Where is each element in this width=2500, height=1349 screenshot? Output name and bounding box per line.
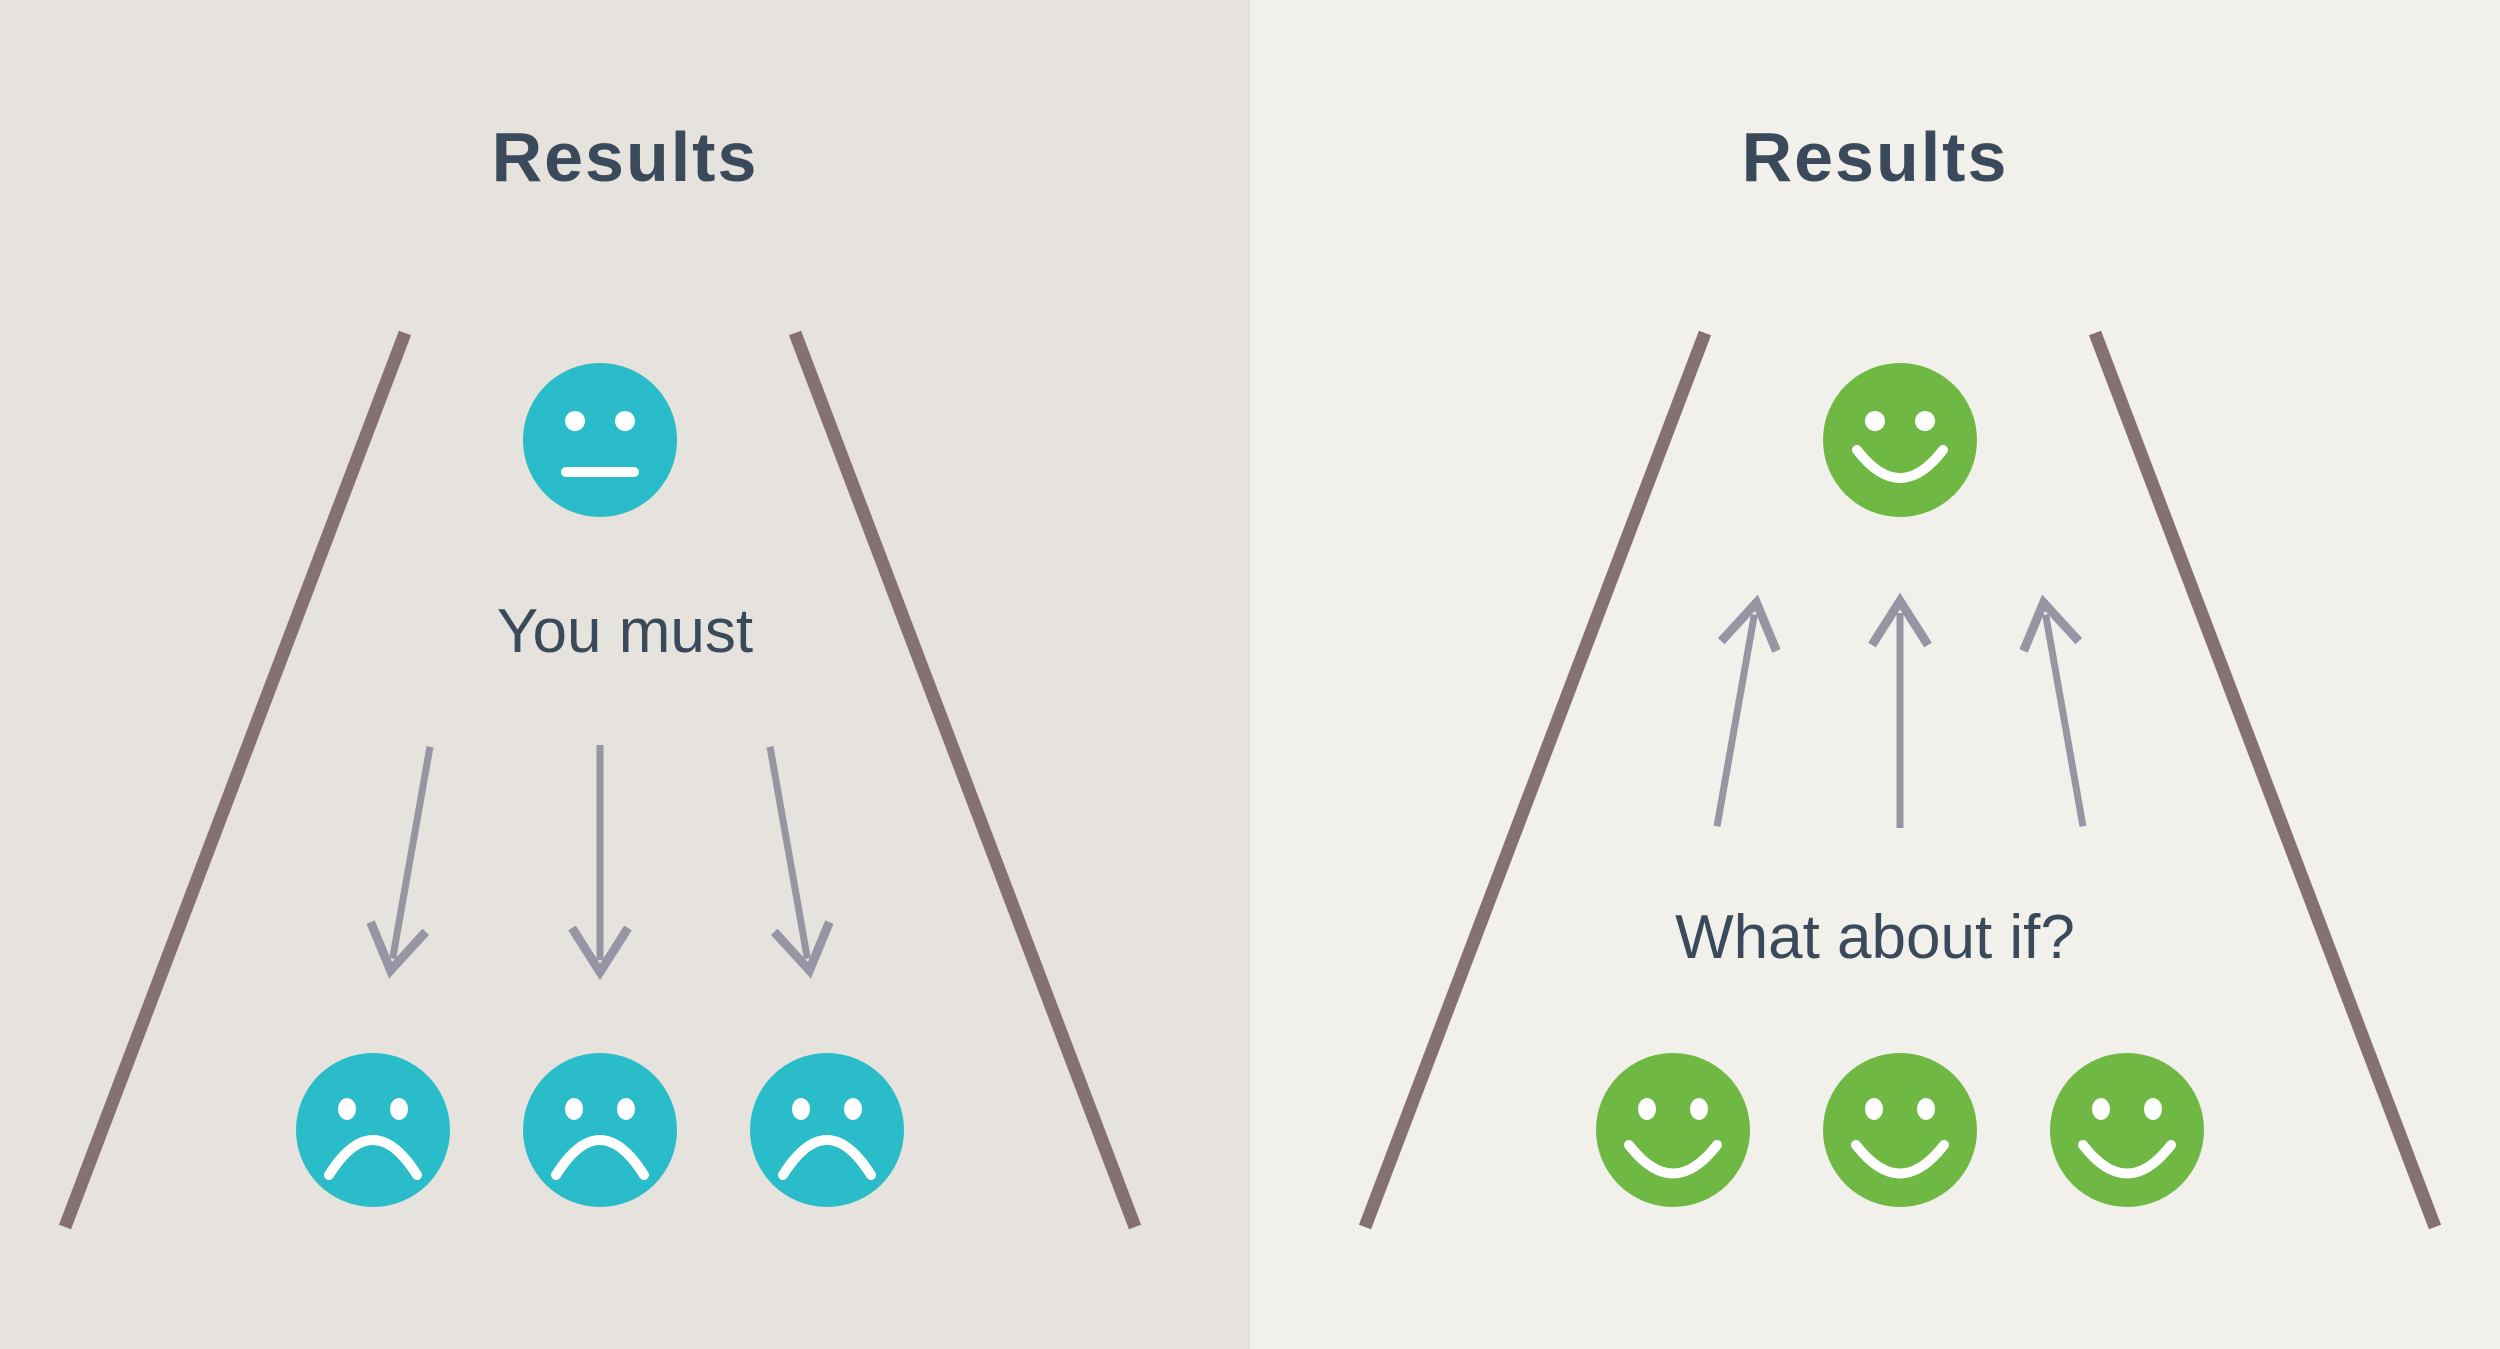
happy-face-icon bbox=[2050, 1053, 2204, 1207]
funnel-line-left bbox=[58, 330, 412, 1230]
down-arrow-icon bbox=[568, 745, 632, 981]
down-arrow-icon bbox=[366, 746, 434, 979]
up-arrow-icon bbox=[1713, 594, 1781, 827]
funnel-line-right bbox=[788, 330, 1142, 1230]
page-title: Results bbox=[1741, 118, 2009, 196]
sad-face-icon bbox=[523, 1053, 677, 1207]
panel-what-about-if: Results What about if? bbox=[1250, 0, 2500, 1349]
happy-face-icon bbox=[1823, 1053, 1977, 1207]
neutral-face-icon bbox=[523, 363, 677, 517]
sad-face-icon bbox=[296, 1053, 450, 1207]
before-diagram bbox=[58, 330, 1142, 1230]
happy-face-icon bbox=[1823, 363, 1977, 517]
caption-text: What about if? bbox=[1675, 903, 2075, 972]
happy-face-icon bbox=[1596, 1053, 1750, 1207]
up-arrow-icon bbox=[2019, 594, 2087, 827]
page-title: Results bbox=[491, 118, 759, 196]
funnel-line-left bbox=[1358, 330, 1712, 1230]
funnel-line-right bbox=[2088, 330, 2442, 1230]
down-arrow-icon bbox=[766, 746, 834, 979]
panel-you-must: Results You must bbox=[0, 0, 1250, 1349]
sad-face-icon bbox=[750, 1053, 904, 1207]
after-diagram bbox=[1358, 330, 2442, 1230]
caption-text: You must bbox=[496, 597, 754, 666]
up-arrow-icon bbox=[1868, 592, 1932, 828]
